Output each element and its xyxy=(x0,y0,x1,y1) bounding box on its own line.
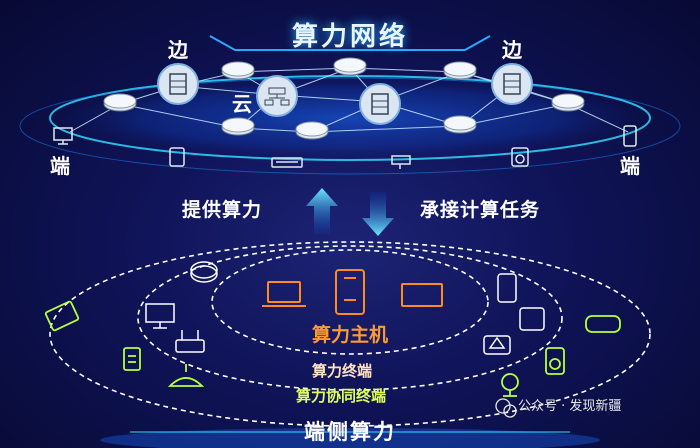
ceiling-lamp-icon xyxy=(167,364,205,387)
speaker-icon xyxy=(511,147,529,167)
terminal-label-right: 端 xyxy=(620,154,640,178)
camera-icon xyxy=(391,155,411,169)
title-frame xyxy=(150,35,550,55)
compute-terminal-ring xyxy=(137,245,563,391)
vr-headset-icon xyxy=(585,315,621,333)
router-icon xyxy=(221,61,255,80)
terminal-devices xyxy=(145,261,545,355)
router-icon xyxy=(551,93,585,112)
monitor-icon xyxy=(145,303,175,329)
hard-drive-icon xyxy=(483,335,511,355)
speaker-icon xyxy=(545,347,565,375)
watermark-text: 公众号 · 发现新疆 xyxy=(518,399,622,414)
router-icon xyxy=(443,115,477,134)
tablet-icon xyxy=(519,307,545,331)
smart-card-icon xyxy=(44,300,80,332)
edge-label-left: 边 xyxy=(168,38,188,62)
host-devices xyxy=(262,269,443,315)
up-arrow-icon xyxy=(306,188,338,234)
monitor-icon xyxy=(53,127,73,145)
platform-devices xyxy=(53,125,637,169)
terminal-label-left: 端 xyxy=(50,154,70,178)
router-device-icon xyxy=(175,330,205,353)
network-platform xyxy=(19,75,681,175)
keyboard-icon xyxy=(271,157,303,168)
router-icon xyxy=(221,117,255,136)
compute-host-label: 算力主机 xyxy=(312,324,389,346)
keypad-icon xyxy=(123,347,141,371)
tablet-icon xyxy=(169,147,185,167)
compute-collab-terminal-label: 算力协同终端 xyxy=(296,387,387,405)
bottom-glow xyxy=(100,428,600,448)
router-icon xyxy=(333,57,367,76)
robot-vacuum-icon xyxy=(190,261,218,283)
phone-icon xyxy=(497,273,517,303)
terminal-rings xyxy=(49,241,651,427)
collab-terminal-ring xyxy=(49,241,651,427)
compute-terminal-label: 算力终端 xyxy=(312,362,373,380)
undertake-tasks-label: 承接计算任务 xyxy=(420,199,541,221)
webcam-icon xyxy=(501,373,519,397)
down-arrow-icon xyxy=(362,192,394,236)
laptop-icon xyxy=(262,281,306,307)
server-tower-icon xyxy=(335,269,365,315)
diagram-title: 算力网络 xyxy=(291,22,408,52)
edge-server-right xyxy=(491,63,533,105)
collab-devices xyxy=(44,300,621,397)
router-icon xyxy=(295,121,329,140)
router-icon xyxy=(103,93,137,112)
cloud-server xyxy=(256,75,298,117)
wechat-icon xyxy=(495,398,517,418)
provide-compute-label: 提供算力 xyxy=(182,199,263,221)
router-nodes xyxy=(103,57,585,140)
edge-side-compute-label: 端侧算力 xyxy=(304,420,396,444)
router-icon xyxy=(443,61,477,80)
edge-server-left xyxy=(157,63,199,105)
edge-label-right: 边 xyxy=(502,38,522,62)
compute-host-ring xyxy=(211,249,489,355)
desktop-icon xyxy=(401,283,443,307)
cloud-label: 云 xyxy=(232,92,252,116)
center-server xyxy=(359,83,401,125)
phone-icon xyxy=(623,125,637,147)
